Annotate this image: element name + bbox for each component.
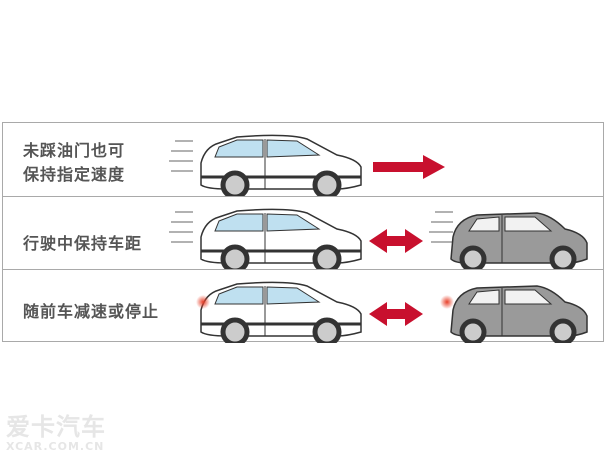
- row-follow-stop: 随前车减速或停止: [3, 269, 603, 343]
- lead-car-icon: [451, 286, 587, 343]
- double-arrow-icon: [369, 302, 423, 326]
- label-line-1: 未踩油门也可: [23, 141, 126, 160]
- row-maintain-speed: 未踩油门也可 保持指定速度: [3, 123, 603, 196]
- watermark: 爱卡汽车 XCAR.COM.CN: [6, 414, 106, 453]
- arrow-right-icon: [373, 155, 445, 179]
- own-car-icon: [201, 282, 361, 343]
- brake-light-icon: [196, 295, 210, 309]
- row-illustration: [168, 123, 445, 196]
- acc-feature-panel: 未踩油门也可 保持指定速度 行驶中保持车距 随前车减速或停止: [2, 122, 604, 342]
- own-car-icon: [201, 209, 361, 270]
- row-label: 随前车减速或停止: [23, 302, 160, 321]
- speed-lines-icon: [168, 211, 194, 243]
- own-car-icon: [201, 135, 361, 196]
- brake-light-icon: [440, 295, 454, 309]
- row-label: 未踩油门也可 保持指定速度: [23, 139, 125, 187]
- label-line-2: 保持指定速度: [23, 165, 126, 184]
- watermark-cn: 爱卡汽车: [6, 413, 106, 441]
- lead-car-icon: [451, 213, 587, 270]
- row-keep-distance: 行驶中保持车距: [3, 196, 603, 270]
- row-label: 行驶中保持车距: [23, 234, 143, 253]
- watermark-en: XCAR.COM.CN: [6, 440, 105, 453]
- row-illustration: [168, 197, 603, 270]
- double-arrow-icon: [369, 229, 423, 253]
- speed-lines-icon: [428, 211, 454, 243]
- speed-lines-icon: [168, 140, 194, 172]
- row-illustration: [196, 270, 603, 343]
